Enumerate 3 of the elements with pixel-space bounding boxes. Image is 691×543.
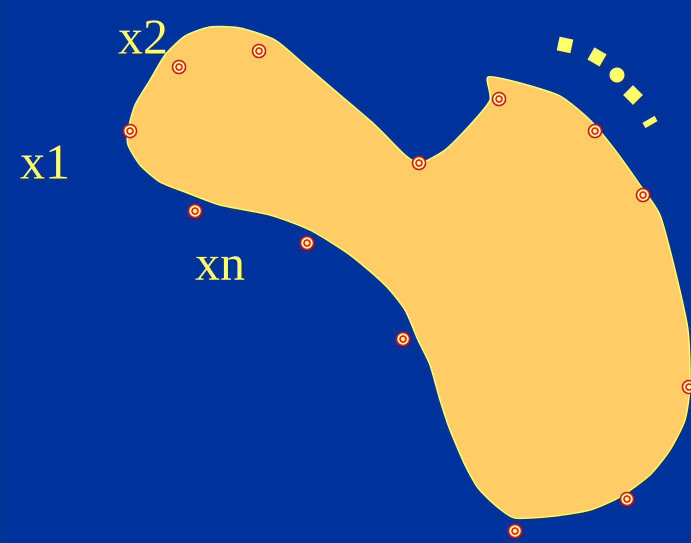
variable-label: x1 <box>20 145 67 178</box>
variable-label: x2 <box>118 20 166 54</box>
variable-label: xn <box>195 256 244 280</box>
